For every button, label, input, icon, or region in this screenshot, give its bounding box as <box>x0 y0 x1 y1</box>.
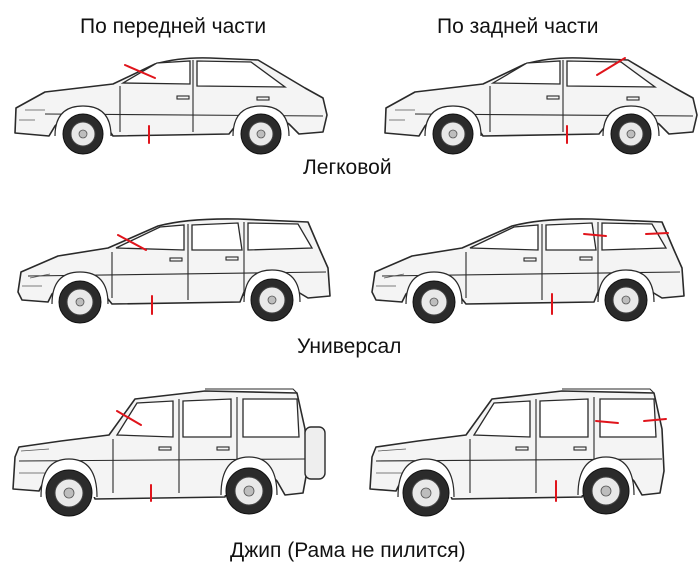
wagon-front-cut-drawing <box>8 210 338 330</box>
row-label-wagon: Универсал <box>297 335 402 358</box>
row-label-jeep: Джип (Рама не пилится) <box>230 539 466 562</box>
cut-line-pillar <box>117 234 147 251</box>
cut-line-pillar <box>124 64 156 79</box>
cut-line-pillar <box>596 57 626 76</box>
sedan-rear-cut-drawing <box>375 40 700 160</box>
cut-line-pillar-mid <box>595 420 619 424</box>
header-rear-cut: По задней части <box>437 15 599 38</box>
jeep-front-cut-drawing <box>5 385 335 525</box>
cut-line-pillar-mid <box>583 233 607 237</box>
row-label-sedan: Легковой <box>303 156 392 179</box>
sedan-front-cut-drawing <box>5 40 335 160</box>
jeep-rear-cut-drawing <box>362 385 692 525</box>
cut-line-pillar-rear <box>643 418 667 422</box>
header-front-cut: По передней части <box>80 15 267 38</box>
wagon-rear-cut-drawing <box>362 210 692 330</box>
cut-line-pillar-rear <box>645 232 669 235</box>
cut-line-pillar <box>116 410 142 426</box>
